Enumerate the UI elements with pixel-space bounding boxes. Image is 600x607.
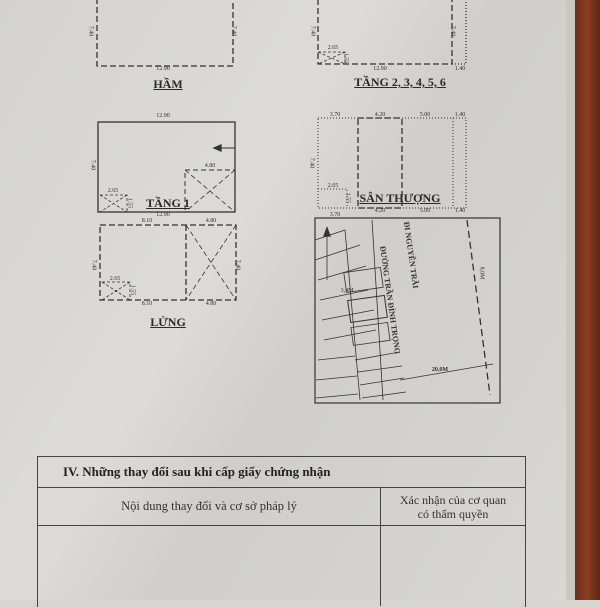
plan-title-tang-2-6: TẦNG 2, 3, 4, 5, 6 (354, 75, 446, 89)
page-edge (566, 0, 575, 600)
san-seg1-bottom: 3.70 (329, 212, 341, 218)
plan-title-tang-1: TẦNG 1 (146, 196, 190, 210)
san-seg3-bottom: 5.00 (419, 208, 431, 214)
changes-table: IV. Những thay đổi sau khi cấp giấy chứn… (37, 456, 526, 607)
san-stair-w: 2.65 (327, 183, 339, 189)
san-seg3: 5.00 (419, 112, 431, 118)
tang1-height: 7.40 (89, 159, 96, 171)
map-frontage: 20,0M (431, 367, 449, 373)
lung-stair-h: 1.55 (129, 284, 136, 296)
tang26-stair-w: 2.65 (327, 45, 339, 51)
plan-tang-1 (97, 121, 236, 213)
san-seg4-bottom: 1.40 (454, 208, 466, 214)
table-header-row: Nội dung thay đổi và cơ sở pháp lý Xác n… (38, 488, 525, 526)
ham-height: 7.40 (87, 25, 94, 37)
lung-height: 7.40 (90, 259, 97, 271)
certificate-page (0, 0, 568, 600)
col-header-confirmation-line1: Xác nhận của cơ quan (399, 492, 507, 507)
tang1-inner-w: 4.80 (204, 163, 216, 169)
table-surface (575, 0, 600, 600)
ham-height-right: 7.40 (230, 25, 237, 37)
san-seg1: 3.70 (329, 112, 341, 118)
tang1-stair-w: 2.65 (107, 188, 119, 194)
table-row (38, 526, 525, 606)
map-label-a: 8,0M (478, 266, 485, 280)
lung-left-w-bottom: 8.10 (141, 301, 153, 307)
confirmation-cell (381, 526, 525, 606)
tang1-width-top: 12.90 (156, 113, 170, 119)
lung-left-w: 8.10 (141, 218, 153, 224)
col-header-confirmation-line2: có thẩm quyền (417, 506, 489, 521)
plan-title-ham: HẦM (153, 77, 183, 91)
map-label-b: 3,4M (340, 288, 354, 294)
plan-lung (99, 224, 237, 301)
tang1-stair-h: 1.55 (126, 197, 133, 209)
section-title: IV. Những thay đổi sau khi cấp giấy chứn… (38, 457, 525, 488)
tang26-height: 7.40 (309, 25, 316, 37)
plan-title-lung: LỬNG (150, 315, 186, 329)
tang1-width-bottom: 12.90 (156, 212, 170, 218)
tang26-extension: 1.40 (454, 66, 466, 72)
lung-right-w-bottom: 4.80 (205, 301, 217, 307)
san-stair-h: 1.55 (344, 192, 351, 204)
san-seg4: 1.40 (454, 112, 466, 118)
ham-width: 12.90 (156, 66, 170, 72)
lung-height-right: 7.40 (234, 259, 241, 271)
plan-title-san-thuong: SÂN THƯỢNG (359, 191, 441, 205)
plan-tang-2-6 (317, 0, 453, 65)
plan-ham (96, 0, 234, 67)
san-seg2-bottom: 4.20 (374, 208, 386, 214)
tang26-width: 12.90 (373, 66, 387, 72)
lung-stair-w: 2.65 (109, 276, 121, 282)
location-map (314, 217, 501, 404)
tang26-height-right: 7.40 (449, 25, 456, 37)
floor-plans (96, 0, 501, 404)
content-cell (38, 526, 381, 606)
san-height: 7.40 (308, 157, 315, 169)
col-header-confirmation: Xác nhận của cơ quan có thẩm quyền (381, 488, 525, 525)
tang26-stair-h: 1.55 (342, 52, 349, 64)
col-header-content: Nội dung thay đổi và cơ sở pháp lý (38, 488, 381, 525)
lung-right-w: 4.80 (205, 218, 217, 224)
san-seg2: 4.20 (374, 112, 386, 118)
